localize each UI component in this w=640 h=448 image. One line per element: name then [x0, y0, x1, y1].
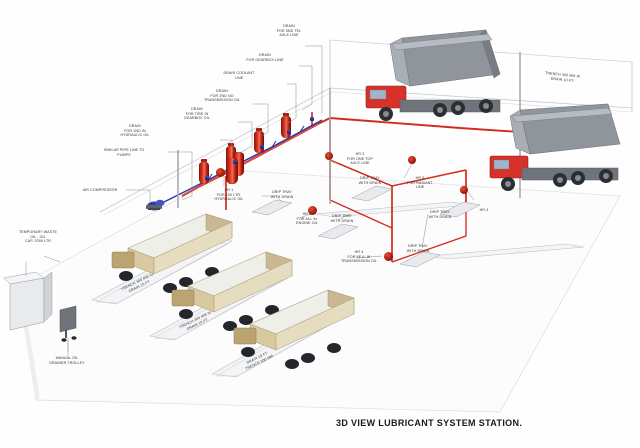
label-temporary-waste-oil: TEMPORARY WASTE OIL , OIL CAP. 2000 LTR: [18, 230, 58, 244]
lube-tank-cap: [283, 113, 289, 116]
label-hr4-transmission: HR 4 FOR 6E A. W TRANSMISSION OIL: [340, 250, 378, 264]
label-hr2-engine: HR 2 FOR ALL 4x ENGINE OIL: [296, 212, 318, 226]
label-drip-tray-2: DRIP TRAY WITH DRAIN: [330, 214, 354, 223]
label-similar-pipe-line: SIMILAR PIPE LINE TO PUMPS: [103, 148, 145, 157]
manifold-valve: [260, 145, 264, 149]
label-drain-2nd-transmission: DRAIN FOR 2ND NO TRANSMISSION OIL: [203, 89, 241, 103]
label-drip-tray-1: DRIP TRAY WITH DRAIN: [270, 190, 294, 199]
lube-tank: [281, 116, 291, 138]
hose-reel-hr4b: [460, 186, 468, 194]
lube-tank: [254, 131, 264, 153]
lube-tank-cap: [256, 128, 262, 131]
label-drain-5nd-tel-axle: DRAIN FOR 5ND TEL AXLE LINE: [276, 24, 302, 38]
label-hr5-radiant: HR 5 FOR RADIANT LINE: [407, 176, 433, 190]
manifold-valve: [310, 117, 314, 121]
label-hr1-hydraulic: HR 1 FOR 100 LTR. HYDRAULIC OIL: [214, 188, 244, 202]
hose-reel-hr5: [408, 156, 416, 164]
lube-tank: [226, 146, 236, 168]
label-drip-tray-4: DRIP TRAY WITH DRAIN: [406, 244, 430, 253]
label-hr4-tag: HR 4: [479, 208, 489, 212]
label-drain-1nd-hydraulic: DRAIN FOR 1ND IN HYDRAULIC OIL: [120, 124, 150, 138]
manifold-valve: [233, 160, 237, 164]
hose-reel-hr2: [308, 206, 317, 215]
lube-tank: [226, 158, 238, 184]
label-manual-oil-drainer: MANUAL OIL DRAINER TROLLEY: [49, 356, 85, 365]
label-drain-coolant-line: DRAIN COOLANT LINE: [223, 71, 255, 80]
diagram-title: 3D VIEW LUBRICANT SYSTEM STATION.: [336, 418, 523, 428]
manifold-valve: [287, 130, 291, 134]
hose-reel-hr3: [325, 152, 333, 160]
hose-reel-hr4: [384, 252, 393, 261]
lube-tank: [199, 162, 209, 184]
hose-reel-hr1: [216, 168, 225, 177]
label-drip-tray-3: DRIP TRAY WITH DRAIN: [358, 176, 382, 185]
lube-tank-cap: [201, 159, 207, 162]
lube-tank: [233, 152, 244, 176]
label-drip-tray-5: DRIP TRAY WITH DRAIN: [428, 210, 452, 219]
label-air-compressor: AIR COMPRESSOR: [82, 188, 118, 192]
label-drain-tire-gearbox: DRAIN FOR TIRE IN GEARBOX OIL: [184, 107, 210, 121]
label-hr3-top-axle: HR 3 FOR ONE TOP AXLE LINE: [347, 152, 373, 166]
label-drain-gearbox-line: DRAIN FOR GEARBOX LINE: [246, 53, 284, 62]
manifold-valve: [205, 176, 209, 180]
lube-tank-cap: [228, 143, 234, 146]
